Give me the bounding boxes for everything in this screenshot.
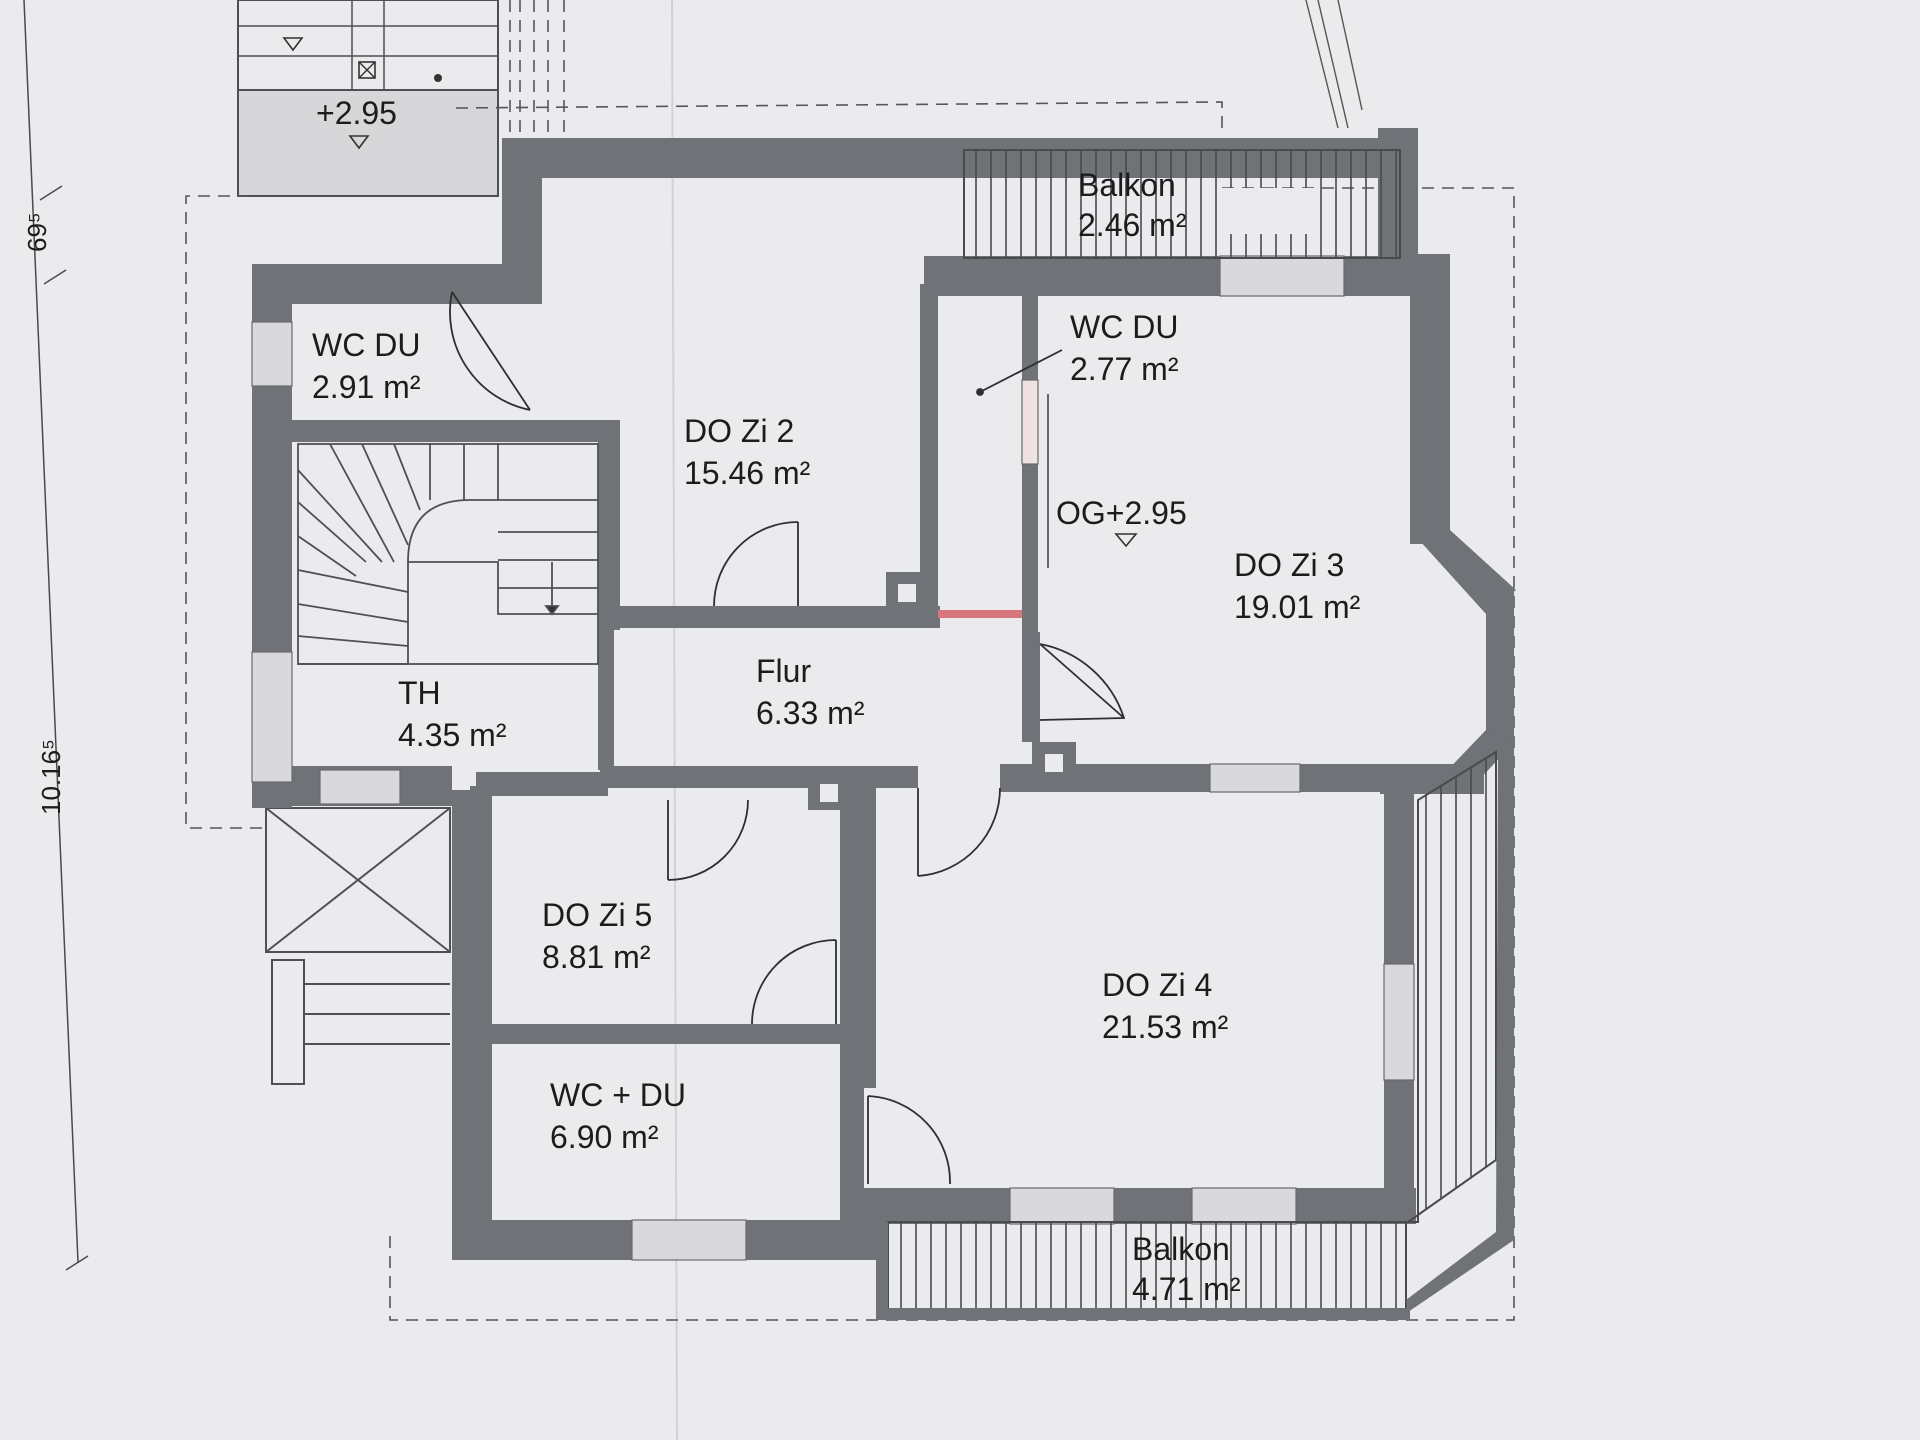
balkon-top <box>963 149 1401 259</box>
do-zi-3-area: 19.01 m² <box>1234 589 1361 625</box>
dimension-height: 10.16⁵ <box>36 739 66 815</box>
upper-stair-block <box>237 0 499 197</box>
dimension-line <box>23 0 89 1271</box>
wc-du-left-area: 2.91 m² <box>312 369 421 405</box>
balkon-top-area: 2.46 m² <box>1078 207 1187 243</box>
windows <box>251 255 1415 1261</box>
interior-stair <box>297 443 599 665</box>
do-zi-3-name: DO Zi 3 <box>1234 547 1344 583</box>
do-zi-2-area: 15.46 m² <box>684 455 811 491</box>
interior-walls <box>292 284 1410 1226</box>
door-wc-left <box>449 291 531 411</box>
door-do-zi-2 <box>713 521 799 607</box>
shafts <box>808 572 1076 810</box>
wc-du-right-name: WC DU <box>1070 309 1178 345</box>
flur-name: Flur <box>756 653 811 689</box>
wc-du-bottom-name: WC + DU <box>550 1077 686 1113</box>
doors <box>449 291 1126 1185</box>
wc-du-right-area: 2.77 m² <box>1070 351 1179 387</box>
entrance-stair <box>265 807 451 1085</box>
wc-du-left-name: WC DU <box>312 327 420 363</box>
dimension-upper: 69⁵ <box>22 212 52 252</box>
door-do-zi-5-top <box>667 799 749 881</box>
door-wc-right <box>979 349 1063 393</box>
roof-outline <box>185 0 1515 1321</box>
do-zi-5-area: 8.81 m² <box>542 939 651 975</box>
door-wc-du-bottom <box>867 1095 951 1185</box>
balkon-bottom-area: 4.71 m² <box>1132 1271 1241 1307</box>
th-name: TH <box>398 675 441 711</box>
roof-edge-lines <box>1305 0 1363 129</box>
do-zi-2-name: DO Zi 2 <box>684 413 794 449</box>
balkon-top-name: Balkon <box>1078 167 1176 203</box>
room-labels: Balkon 2.46 m² WC DU 2.91 m² DO Zi 2 15.… <box>312 167 1361 1307</box>
flur-area: 6.33 m² <box>756 695 865 731</box>
level-triangle-icon <box>1114 533 1138 548</box>
th-area: 4.35 m² <box>398 717 507 753</box>
do-zi-4-name: DO Zi 4 <box>1102 967 1212 1003</box>
balkon-bottom-name: Balkon <box>1132 1231 1230 1267</box>
floor-level-mark: OG+2.95 <box>1056 495 1187 531</box>
balkon-bottom <box>876 738 1514 1320</box>
do-zi-4-area: 21.53 m² <box>1102 1009 1229 1045</box>
door-do-zi-5 <box>751 939 837 1025</box>
door-flur <box>917 787 1001 877</box>
wc-du-bottom-area: 6.90 m² <box>550 1119 659 1155</box>
paper-fold-line <box>671 0 678 1440</box>
upper-stair-level: +2.95 <box>316 95 397 131</box>
do-zi-5-name: DO Zi 5 <box>542 897 652 933</box>
door-do-zi-3 <box>1039 643 1126 721</box>
